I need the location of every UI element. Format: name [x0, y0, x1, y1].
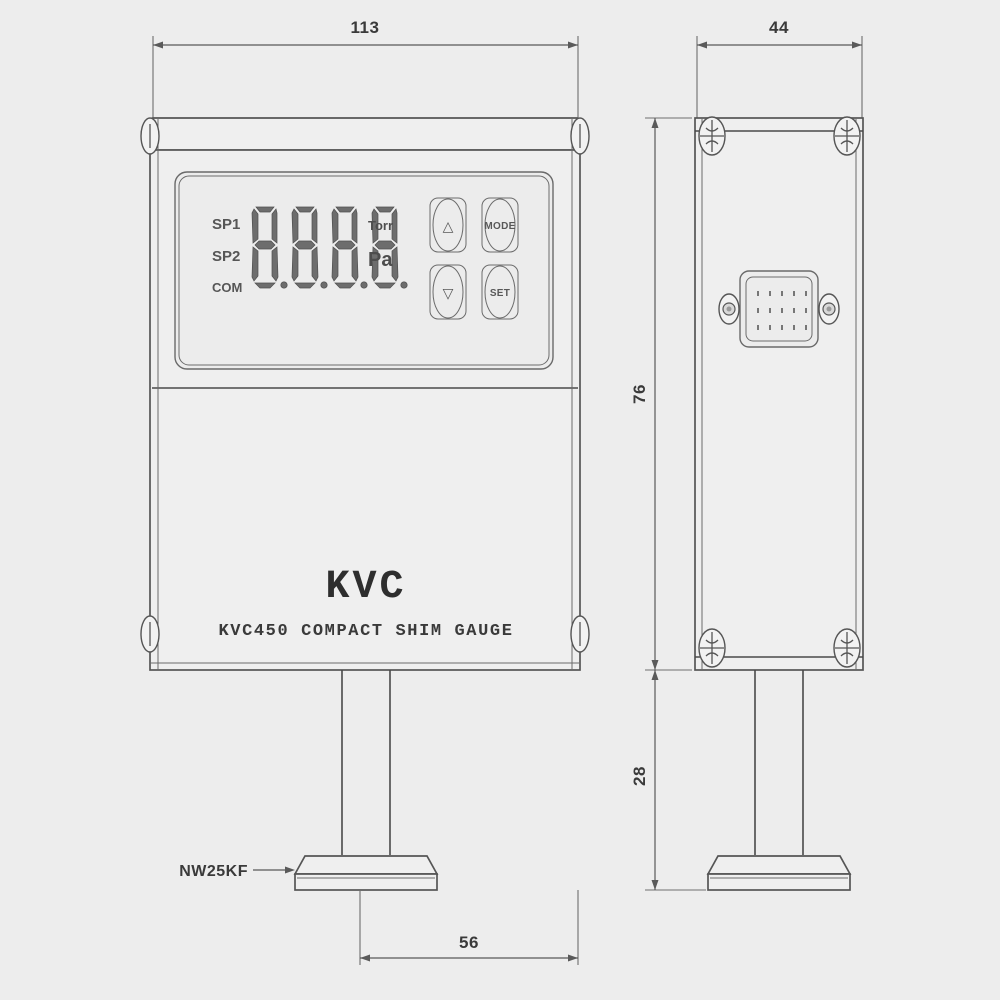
lcd-digit [251, 206, 288, 289]
brand-logo: KVC [325, 565, 406, 610]
side-view-stem [754, 670, 804, 855]
set-button-label: SET [490, 288, 510, 299]
dimension-front-width: 113 [152, 18, 579, 120]
lcd-digit [331, 206, 368, 289]
lcd-indicators: SP1 SP2 COM [212, 216, 242, 295]
screw-icon [140, 117, 160, 155]
front-view-stem [341, 670, 391, 855]
mode-button-label: MODE [484, 221, 515, 232]
display-panel [174, 171, 554, 370]
lcd-digits [251, 206, 408, 289]
indicator-sp2: SP2 [212, 248, 240, 265]
d-sub-connector [718, 270, 840, 348]
dimension-label-113: 113 [351, 18, 380, 37]
dimension-flange-width: 56 [359, 890, 579, 965]
front-view-flange [293, 855, 439, 891]
unit-torr: Torr [368, 218, 393, 233]
mode-button[interactable]: MODE [481, 197, 519, 253]
flange-callout-label: NW25KF [179, 863, 248, 880]
lcd-digit [291, 206, 328, 289]
lcd-digit [371, 206, 408, 289]
set-button[interactable]: SET [481, 264, 519, 320]
phillips-screw-icon [698, 628, 726, 668]
down-button-label: ▽ [443, 285, 454, 301]
jackscrew-icon [718, 293, 740, 325]
down-button[interactable]: ▽ [429, 264, 467, 320]
phillips-screw-icon [833, 628, 861, 668]
screw-icon [140, 615, 160, 653]
jackscrew-icon [818, 293, 840, 325]
connector-pins [757, 291, 807, 330]
indicator-sp1: SP1 [212, 216, 240, 233]
up-button[interactable]: △ [429, 197, 467, 253]
screw-icon [570, 615, 590, 653]
dimension-label-76: 76 [630, 384, 649, 404]
dimension-label-56: 56 [459, 933, 479, 952]
dimension-label-44: 44 [769, 18, 789, 37]
dimension-stem-height: 28 [630, 669, 706, 891]
flange-callout: NW25KF [179, 863, 295, 880]
lcd-units: Torr Pa [368, 218, 393, 271]
up-button-label: △ [443, 218, 454, 234]
indicator-com: COM [212, 280, 242, 295]
model-name: KVC450 COMPACT SHIM GAUGE [218, 622, 513, 641]
front-view-corner-screws [140, 117, 590, 653]
phillips-screw-icon [833, 116, 861, 156]
dimension-side-width: 44 [696, 18, 863, 120]
side-view-flange [706, 855, 852, 891]
screw-icon [570, 117, 590, 155]
side-view-body [694, 117, 864, 671]
unit-pa: Pa [368, 249, 393, 271]
keypad: △ MODE ▽ SET [429, 197, 519, 320]
phillips-screw-icon [698, 116, 726, 156]
dimension-label-28: 28 [630, 766, 649, 786]
dimension-body-height: 76 [630, 117, 692, 671]
side-view-screws [698, 116, 861, 668]
